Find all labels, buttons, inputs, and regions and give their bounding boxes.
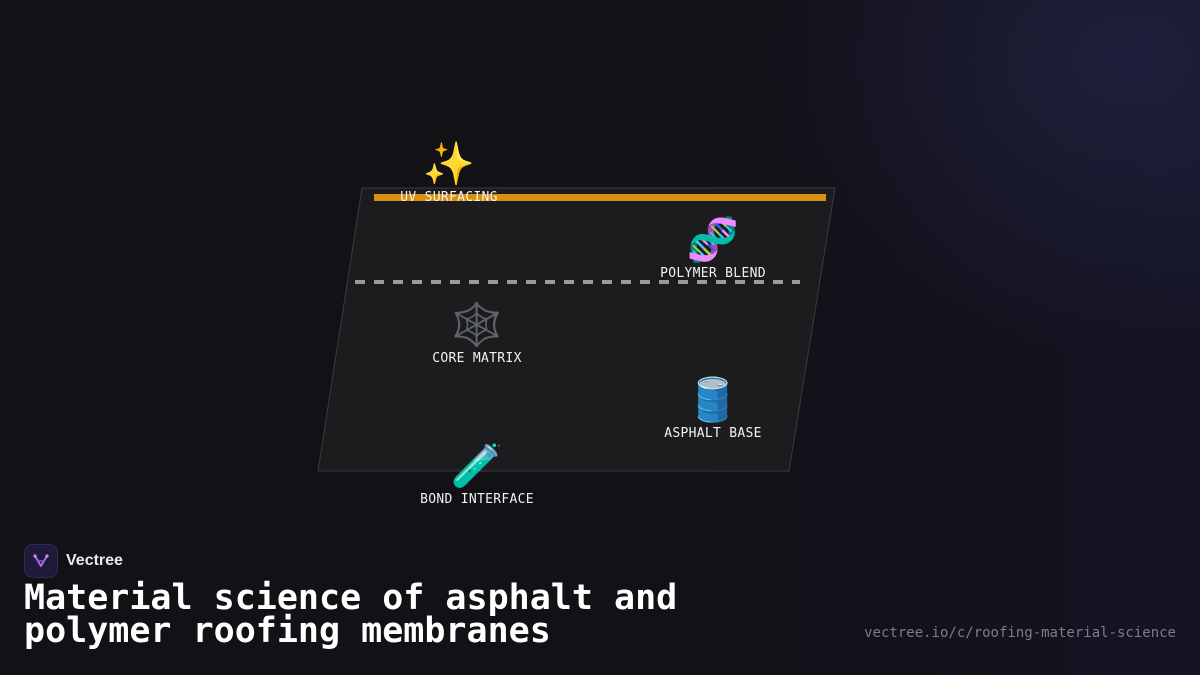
node-label: CORE MATRIX [432,351,522,366]
node-uv-surfacing: ✨ UV SURFACING [349,139,549,206]
node-polymer-blend: 🧬 POLYMER BLEND [613,215,813,282]
sparkles-icon: ✨ [422,139,476,188]
oil-drum-icon: 🛢️ [686,375,740,424]
membrane-slab [317,187,836,472]
node-label: POLYMER BLEND [660,266,766,281]
node-asphalt-base: 🛢️ ASPHALT BASE [613,375,813,442]
brand-name: Vectree [66,552,123,569]
test-tube-icon: 🧪 [450,441,504,490]
brand[interactable]: Vectree [24,544,123,578]
node-label: UV SURFACING [400,190,498,205]
node-label: BOND INTERFACE [420,492,534,507]
spider-web-icon: 🕸️ [450,300,504,349]
page-url[interactable]: vectree.io/c/roofing-material-science [864,625,1176,641]
node-bond-interface: 🧪 BOND INTERFACE [377,441,577,508]
vectree-logo-icon [24,544,58,578]
node-label: ASPHALT BASE [664,426,762,441]
page-title: Material science of asphalt and polymer … [24,578,678,651]
node-core-matrix: 🕸️ CORE MATRIX [377,300,577,367]
uv-surface-band [374,194,826,201]
dna-icon: 🧬 [686,215,740,264]
